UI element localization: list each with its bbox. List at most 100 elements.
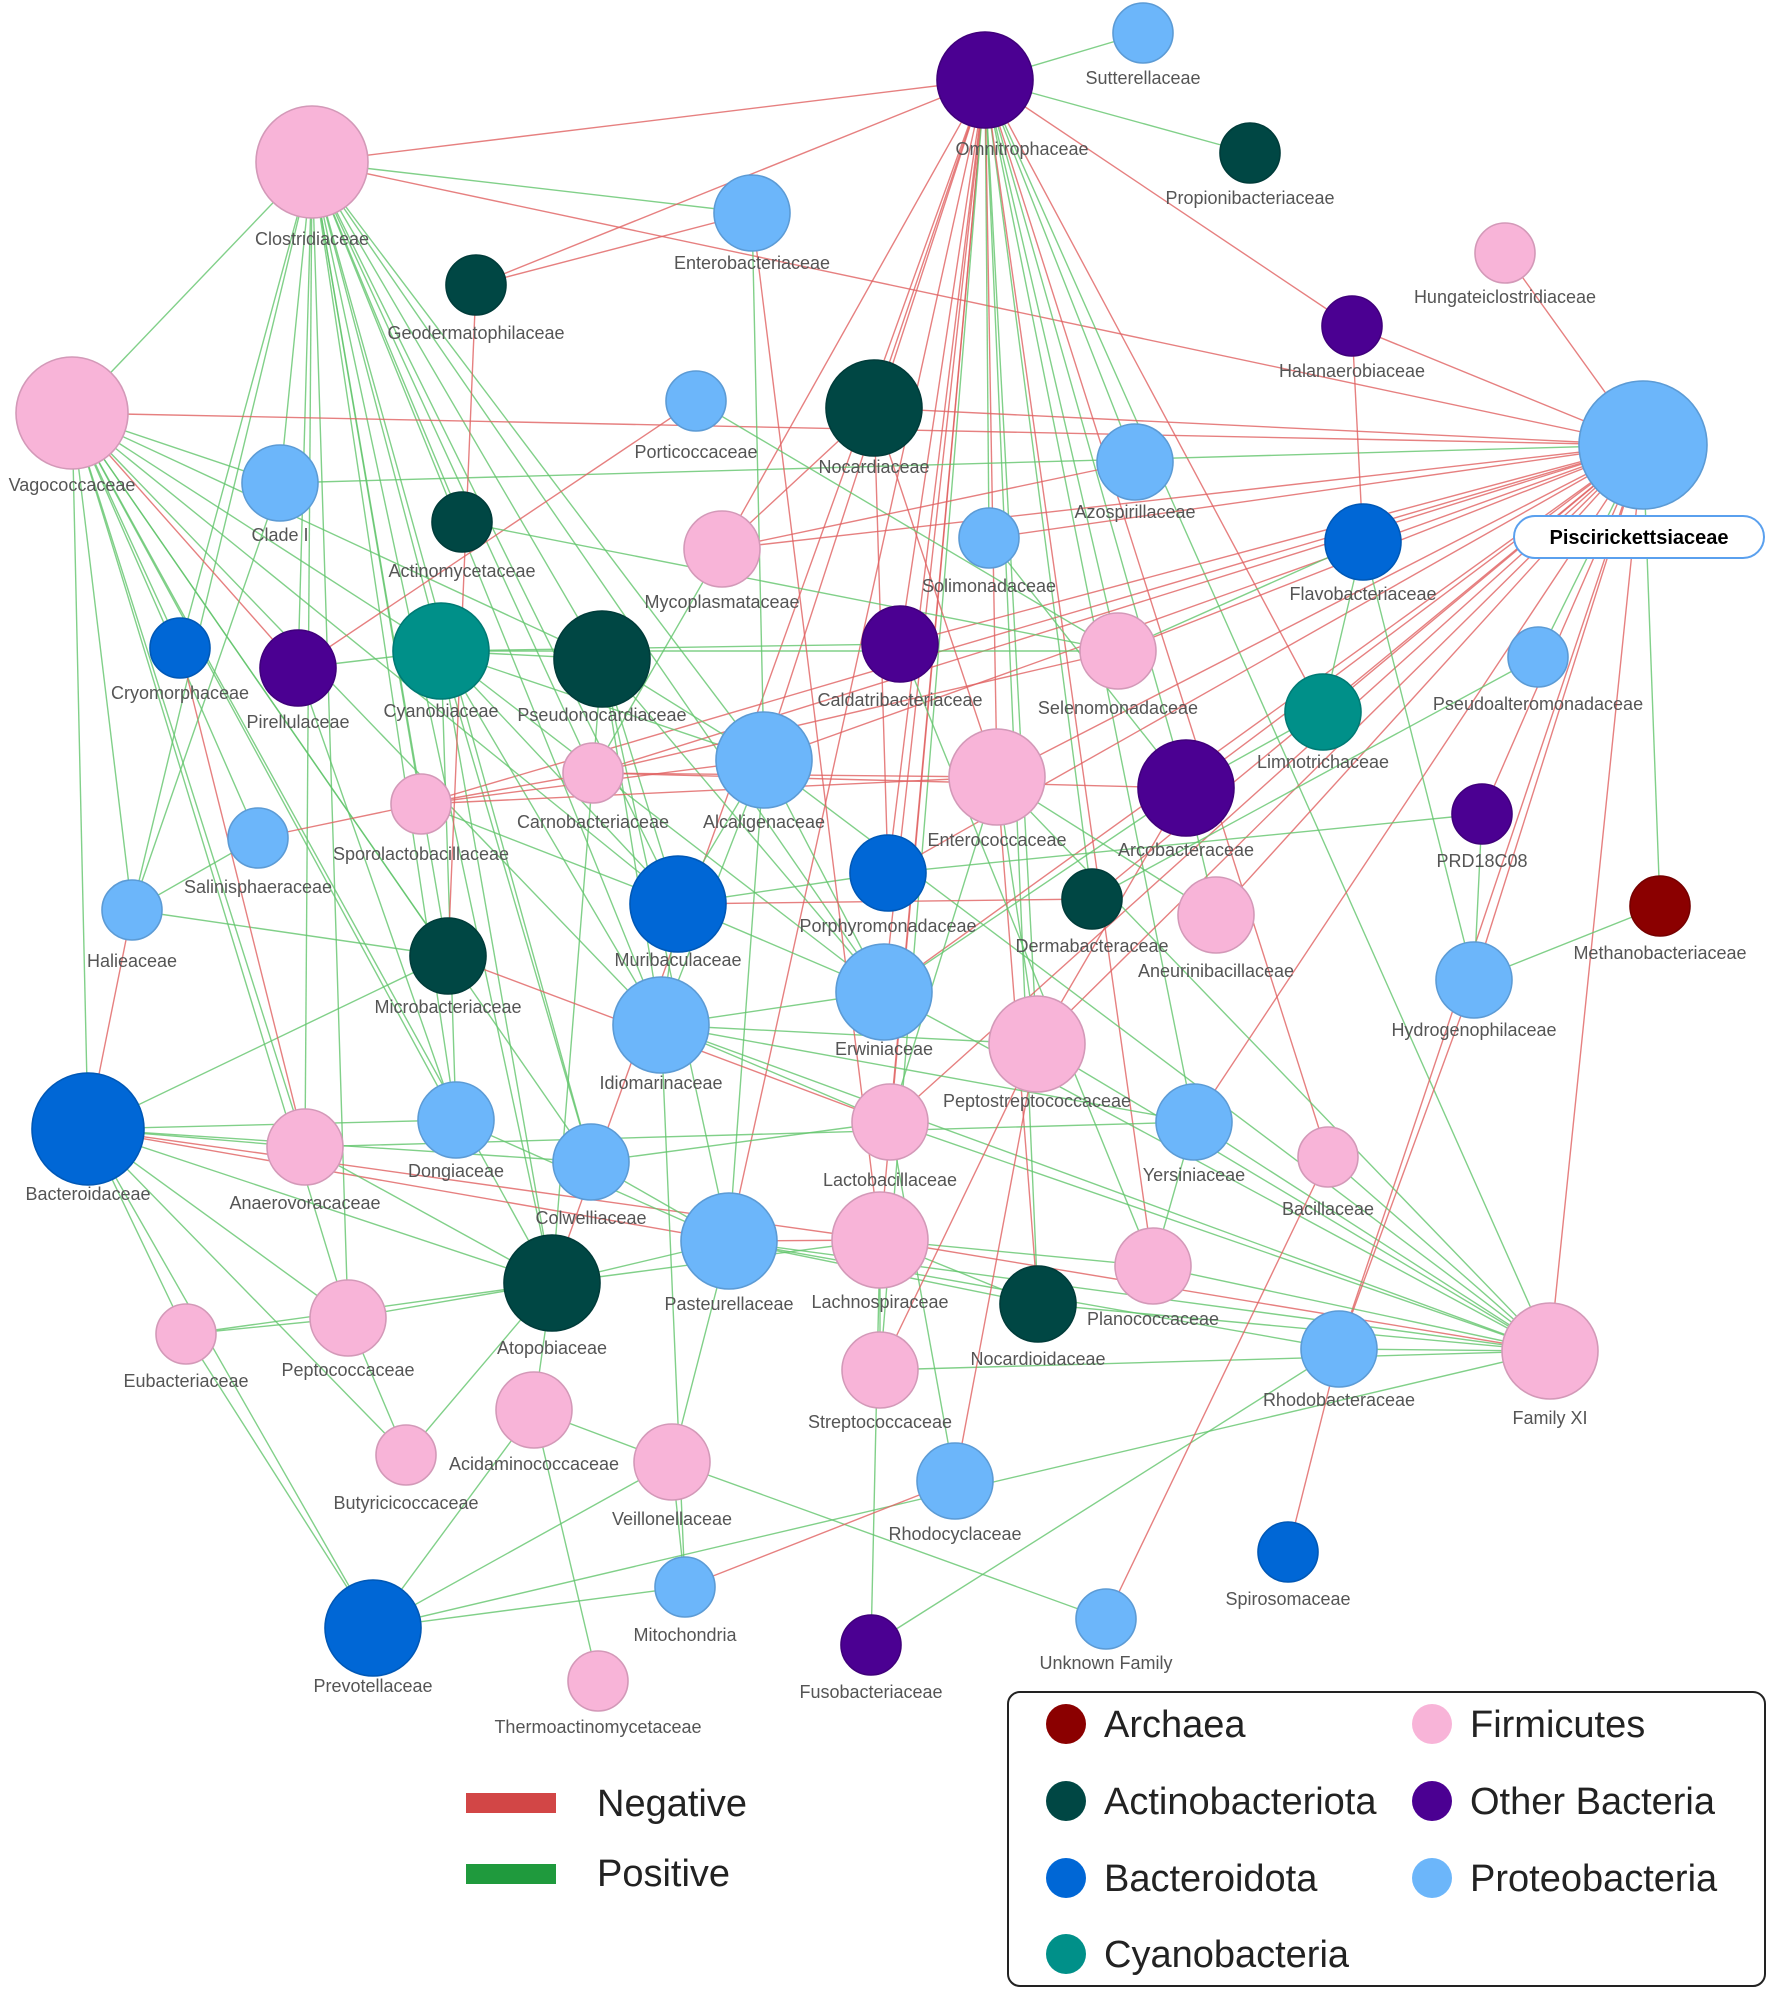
positive-edge <box>1642 444 1661 907</box>
node-vagococcaceae[interactable] <box>15 356 129 470</box>
node-porphyromonadaceae[interactable] <box>849 834 927 912</box>
node-label-colwelliaceae: Colwelliaceae <box>535 1208 646 1228</box>
positive-edge <box>728 759 765 1242</box>
node-sutterellaceae[interactable] <box>1112 2 1174 64</box>
node-alcaligenaceae[interactable] <box>715 711 813 809</box>
node-bacteroidaceae[interactable] <box>31 1072 145 1186</box>
node-caldatribacteriaceae[interactable] <box>861 605 939 683</box>
node-streptococcaceae[interactable] <box>841 1331 919 1409</box>
node-label-planococcaceae: Planococcaceae <box>1087 1309 1219 1329</box>
positive-edge <box>311 161 553 1284</box>
node-carnobacteriaceae[interactable] <box>562 742 624 804</box>
node-salinisphaeraceae[interactable] <box>227 807 289 869</box>
node-muribaculaceae[interactable] <box>629 855 727 953</box>
node-rhodocyclaceae[interactable] <box>916 1442 994 1520</box>
legend-swatch-firmicutes <box>1412 1704 1452 1744</box>
node-cyanobiaceae[interactable] <box>392 602 490 700</box>
positive-edge <box>751 212 765 761</box>
node-methanobacteriaceae[interactable] <box>1629 875 1691 937</box>
label-layer: OmnitrophaceaeSutterellaceaePropionibact… <box>9 68 1747 1737</box>
node-pseudoalteromonadaceae[interactable] <box>1507 626 1569 688</box>
node-fusobacteriaceae[interactable] <box>840 1614 902 1676</box>
node-spirosomaceae[interactable] <box>1257 1521 1319 1583</box>
node-cryomorphaceae[interactable] <box>149 617 211 679</box>
node-prd18c08[interactable] <box>1451 783 1513 845</box>
node-enterococcaceae[interactable] <box>948 728 1046 826</box>
node-butyricicoccaceae[interactable] <box>375 1424 437 1486</box>
legend-label-proteobacteria: Proteobacteria <box>1470 1858 1718 1900</box>
positive-edge <box>179 161 313 649</box>
node-thermoactinomycetaceae[interactable] <box>567 1650 629 1712</box>
node-mycoplasmataceae[interactable] <box>683 510 761 588</box>
node-acidaminococcaceae[interactable] <box>495 1371 573 1449</box>
node-label-flavobacteriaceae: Flavobacteriaceae <box>1289 584 1436 604</box>
negative-edge <box>1185 444 1644 789</box>
edge-legend: Negative Positive <box>466 1783 747 1895</box>
node-halanaerobiaceae[interactable] <box>1321 295 1383 357</box>
node-eubacteriaceae[interactable] <box>155 1303 217 1365</box>
node-nocardiaceae[interactable] <box>825 359 923 457</box>
node-clostridiaceae[interactable] <box>255 105 369 219</box>
negative-edge <box>751 212 881 1241</box>
node-porticoccaceae[interactable] <box>665 370 727 432</box>
node-clade-i[interactable] <box>241 444 319 522</box>
node-pirellulaceae[interactable] <box>259 629 337 707</box>
node-anaerovoracaceae[interactable] <box>266 1108 344 1186</box>
node-lactobacillaceae[interactable] <box>851 1083 929 1161</box>
negative-edge <box>179 647 306 1148</box>
node-hungateiclostridiaceae[interactable] <box>1474 222 1536 284</box>
node-sporolactobacillaceae[interactable] <box>390 773 452 835</box>
node-omnitrophaceae[interactable] <box>936 31 1034 129</box>
positive-edge <box>1362 541 1475 981</box>
node-halieaceae[interactable] <box>101 879 163 941</box>
positive-edge <box>440 643 901 652</box>
node-family-xi[interactable] <box>1501 1302 1599 1400</box>
node-label-bacillaceae: Bacillaceae <box>1282 1199 1374 1219</box>
node-geodermatophilaceae[interactable] <box>445 254 507 316</box>
node-atopobiaceae[interactable] <box>503 1234 601 1332</box>
node-nocardioidaceae[interactable] <box>999 1265 1077 1343</box>
node-peptococcaceae[interactable] <box>309 1279 387 1357</box>
node-selenomonadaceae[interactable] <box>1079 612 1157 690</box>
node-enterobacteriaceae[interactable] <box>713 174 791 252</box>
node-arcobacteraceae[interactable] <box>1137 739 1235 837</box>
legend-label-bacteroidota: Bacteroidota <box>1104 1858 1318 1900</box>
node-piscirickettsiaceae[interactable] <box>1578 380 1708 510</box>
node-aneurinibacillaceae[interactable] <box>1177 876 1255 954</box>
node-colwelliaceae[interactable] <box>552 1123 630 1201</box>
node-erwiniaceae[interactable] <box>835 943 933 1041</box>
node-solimonadaceae[interactable] <box>958 507 1020 569</box>
node-yersiniaceae[interactable] <box>1155 1083 1233 1161</box>
node-flavobacteriaceae[interactable] <box>1324 503 1402 581</box>
node-idiomarinaceae[interactable] <box>612 976 710 1074</box>
node-pseudonocardiaceae[interactable] <box>553 610 651 708</box>
negative-edge <box>728 79 986 1242</box>
node-dongiaceae[interactable] <box>417 1081 495 1159</box>
node-actinomycetaceae[interactable] <box>431 491 493 553</box>
negative-edge <box>1338 444 1644 1350</box>
legend-swatch-cyanobacteria <box>1046 1934 1086 1974</box>
negative-edge <box>87 1128 730 1242</box>
node-label-halieaceae: Halieaceae <box>87 951 177 971</box>
node-dermabacteraceae[interactable] <box>1061 868 1123 930</box>
node-lachnospiraceae[interactable] <box>831 1191 929 1289</box>
node-hydrogenophilaceae[interactable] <box>1435 941 1513 1019</box>
node-prevotellaceae[interactable] <box>324 1579 422 1677</box>
node-label-omnitrophaceae: Omnitrophaceae <box>955 139 1088 159</box>
node-veillonellaceae[interactable] <box>633 1423 711 1501</box>
node-peptostreptococcaceae[interactable] <box>988 995 1086 1093</box>
negative-edge <box>763 444 1644 761</box>
node-microbacteriaceae[interactable] <box>409 917 487 995</box>
node-limnotrichaceae[interactable] <box>1284 673 1362 751</box>
node-pasteurellaceae[interactable] <box>680 1192 778 1290</box>
node-unknown-family[interactable] <box>1075 1588 1137 1650</box>
positive-edge <box>671 1461 1107 1620</box>
node-propionibacteriaceae[interactable] <box>1219 122 1281 184</box>
node-planococcaceae[interactable] <box>1114 1227 1192 1305</box>
negative-edge <box>551 79 986 1284</box>
node-mitochondria[interactable] <box>654 1556 716 1618</box>
node-rhodobacteraceae[interactable] <box>1300 1310 1378 1388</box>
node-azospirillaceae[interactable] <box>1096 423 1174 501</box>
negative-edge <box>721 444 1644 550</box>
node-bacillaceae[interactable] <box>1297 1126 1359 1188</box>
